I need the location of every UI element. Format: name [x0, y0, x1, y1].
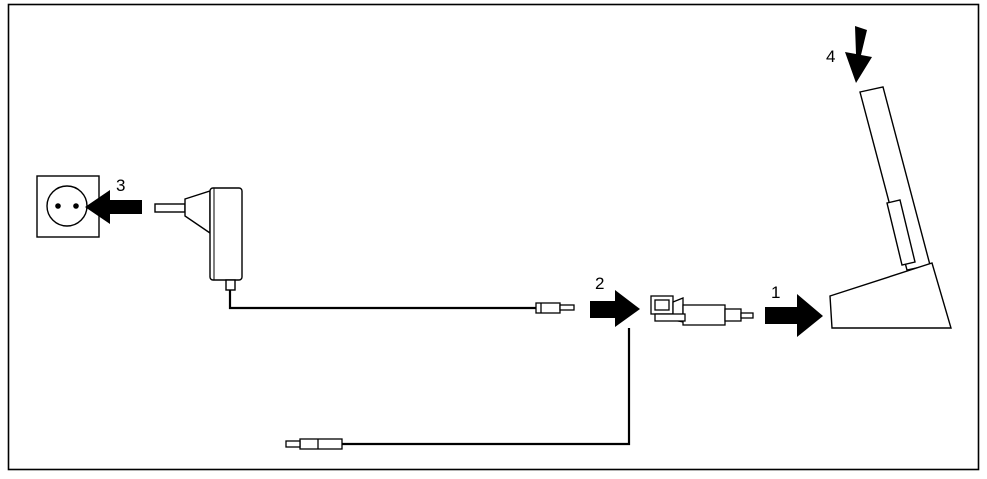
diagram-frame — [7, 3, 980, 471]
socket-hole-right — [73, 203, 79, 209]
step-label-4: 4 — [826, 47, 835, 66]
socket-hole-left — [55, 203, 61, 209]
step-label-2: 2 — [595, 274, 604, 293]
y-adapter — [650, 295, 754, 326]
docking-cradle — [829, 86, 952, 329]
arrow-2-icon — [590, 290, 640, 327]
handheld-device — [859, 86, 931, 271]
adapter-cable-plug — [535, 302, 575, 314]
arrow-1-icon — [765, 294, 823, 337]
lower-cable — [342, 328, 631, 446]
adapter-cable — [228, 290, 536, 310]
power-adapter — [154, 187, 243, 291]
arrow-4-icon — [845, 26, 872, 83]
arrow-3-icon — [85, 190, 142, 224]
lower-cable-plug — [285, 438, 343, 450]
step-label-3: 3 — [116, 176, 125, 195]
step-label-1: 1 — [771, 283, 780, 302]
